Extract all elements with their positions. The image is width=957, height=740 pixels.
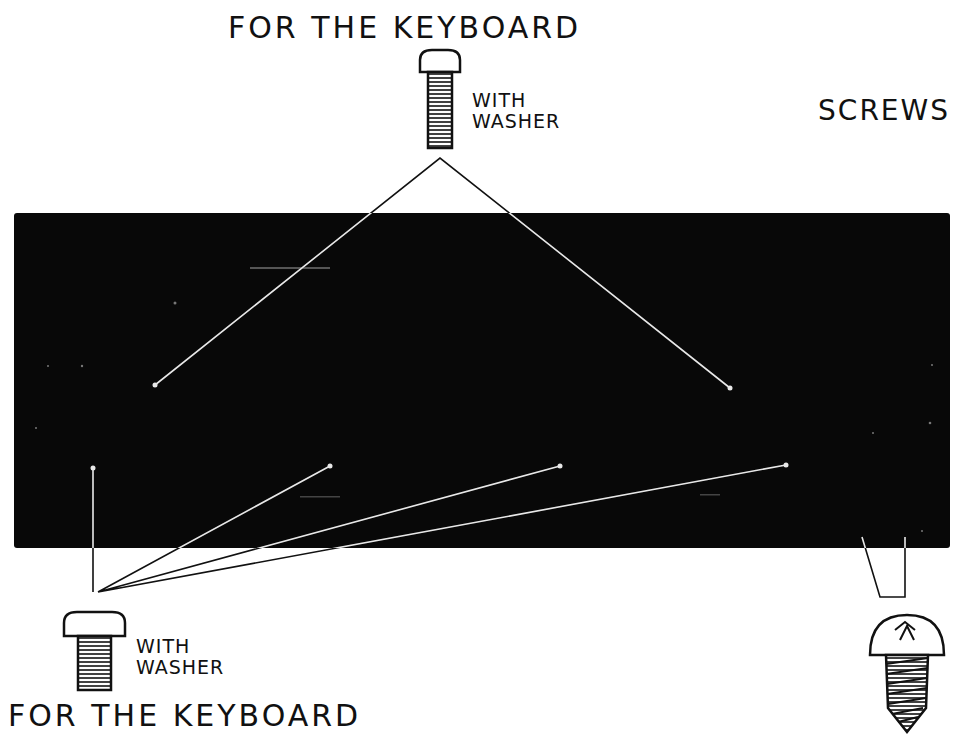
panel-specks [35, 267, 933, 532]
keyboard-panel [14, 213, 950, 548]
leader-lines [93, 158, 905, 597]
screw-purpose-label: FOR THE KEYBOARD [8, 700, 361, 732]
leader-lines-on-panel [93, 213, 905, 548]
parts-heading: SCREWS [818, 96, 950, 126]
washer-note: WITH WASHER [472, 90, 560, 131]
machine-screw [420, 50, 460, 148]
tapping-screw [870, 615, 944, 732]
leader-dots [91, 383, 789, 471]
washer-note: WITH WASHER [136, 636, 224, 677]
machine-screw [64, 612, 125, 690]
screw-purpose-label: FOR THE KEYBOARD [228, 12, 581, 44]
